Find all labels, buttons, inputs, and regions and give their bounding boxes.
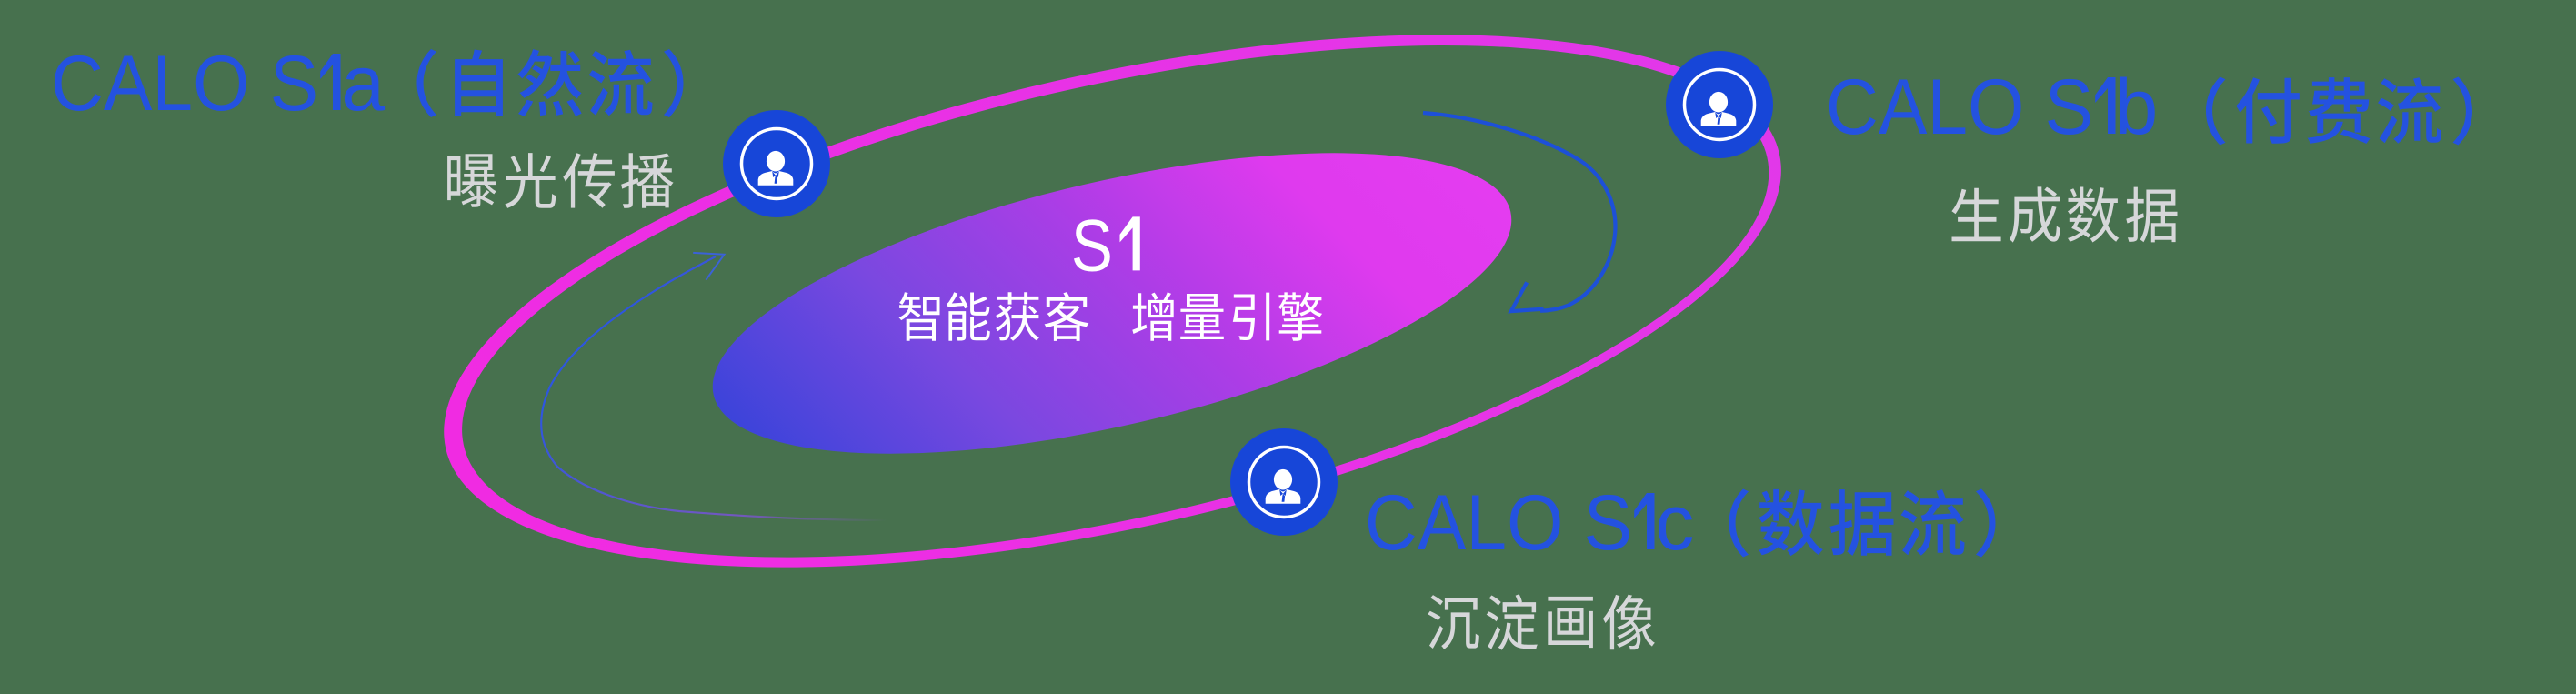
svg-text:CALO S: CALO S xyxy=(1826,64,2093,151)
svg-text:S: S xyxy=(1071,206,1113,287)
svg-text:a: a xyxy=(341,40,385,127)
svg-text:CALO S: CALO S xyxy=(1365,479,1632,567)
svg-text:b: b xyxy=(2115,64,2159,151)
svg-text:CALO S: CALO S xyxy=(51,40,318,127)
svg-text:c: c xyxy=(1655,479,1694,567)
